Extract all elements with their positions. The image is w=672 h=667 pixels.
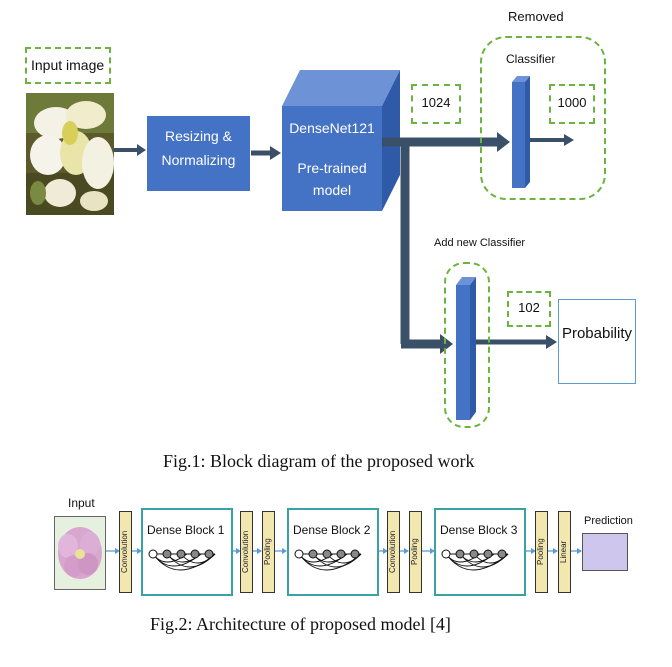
- add-new-classifier-label: Add new Classifier: [434, 237, 526, 249]
- resize-normalize-box: [147, 116, 250, 191]
- dense-block-3-title: Dense Block 3: [440, 523, 518, 537]
- dense-block-1-nodes: [148, 549, 216, 571]
- fig1-caption: Fig.1: Block diagram of the proposed wor…: [163, 451, 475, 471]
- fig2-input-label: Input: [68, 496, 95, 510]
- probability-box: [558, 299, 636, 384]
- dense-block-3-nodes: [441, 549, 509, 571]
- probability-label: Probability: [561, 325, 633, 342]
- input-image-label-box: [25, 47, 111, 84]
- conv-layer-3-label: Convolution: [388, 530, 397, 574]
- conv-layer-1-label: Convolution: [120, 530, 129, 574]
- dense-block-2-nodes: [294, 549, 362, 571]
- conv-layer-1: [119, 511, 132, 593]
- dim-1000-box: [549, 84, 595, 124]
- dim-1024-label: 1024: [421, 95, 451, 110]
- pool-layer-4: [535, 511, 548, 593]
- fig2-connectors: [106, 548, 582, 554]
- fig2-caption: Fig.2: Architecture of proposed model [4…: [150, 614, 451, 634]
- resize-line-1: Resizing &: [165, 128, 232, 144]
- flower-image: [26, 93, 114, 215]
- conv-layer-2: [240, 511, 253, 593]
- dim-1000-label: 1000: [557, 95, 587, 110]
- pool-layer-3: [409, 511, 422, 593]
- fig1-arrows-and-shapes: [114, 70, 574, 420]
- conv-layer-2-label: Convolution: [241, 530, 250, 574]
- removed-classifier-group: [480, 36, 606, 200]
- removed-label: Removed: [508, 9, 564, 24]
- densenet-line-3: model: [312, 182, 352, 198]
- prediction-label: Prediction: [584, 515, 633, 527]
- pool-layer-2: [262, 511, 275, 593]
- dim-1024-box: [411, 84, 461, 124]
- pool-layer-3-label: Pooling: [410, 538, 419, 566]
- densenet-line-2: Pre-trained: [297, 160, 367, 176]
- linear-layer-label: Linear: [559, 540, 568, 564]
- resize-line-2: Normalizing: [161, 152, 236, 168]
- dim-102-box: [507, 291, 551, 327]
- input-image-label: Input image: [31, 57, 105, 73]
- pool-layer-4-label: Pooling: [536, 538, 545, 566]
- dense-block-2-title: Dense Block 2: [293, 523, 371, 537]
- new-classifier-group: [444, 262, 490, 428]
- classifier-label: Classifier: [506, 52, 556, 66]
- input-flower-image: [54, 516, 106, 590]
- dim-102-label: 102: [518, 300, 540, 315]
- pool-layer-2-label: Pooling: [263, 538, 272, 566]
- densenet-line-1: DenseNet121: [289, 120, 375, 136]
- linear-layer: [558, 511, 571, 593]
- prediction-box: [582, 533, 628, 571]
- conv-layer-3: [387, 511, 400, 593]
- dense-block-1-title: Dense Block 1: [147, 523, 225, 537]
